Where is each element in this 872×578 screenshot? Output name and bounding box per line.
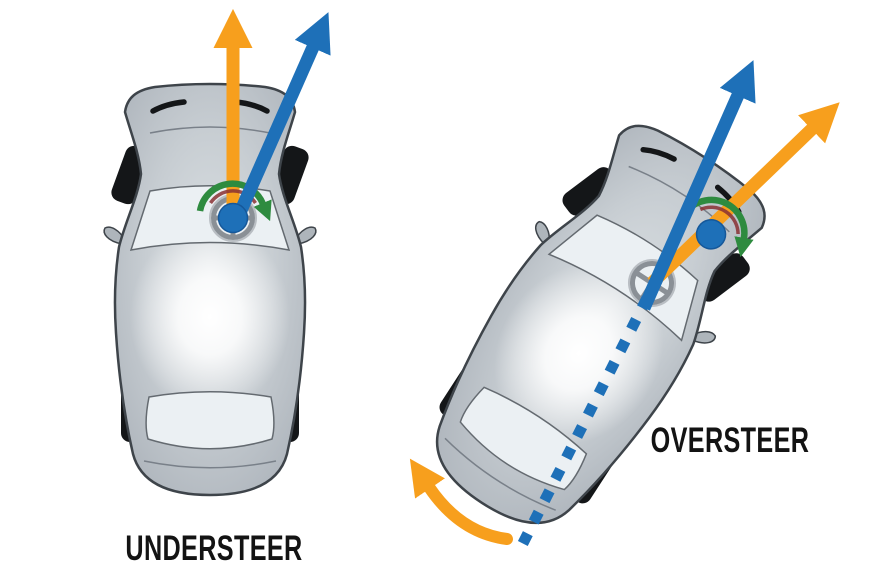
oversteer-rear-swing-orange-arrow (409, 458, 513, 545)
oversteer-intended-path-dotted-line (513, 295, 652, 556)
understeer-label: UNDERSTEER (125, 529, 303, 568)
oversteer-intended-direction-blue-arrow (638, 60, 756, 311)
understeer-steering-hub-dot (217, 202, 249, 234)
understeer-panel (104, 8, 331, 495)
oversteer-panel (393, 60, 840, 560)
oversteer-label: OVERSTEER (650, 421, 810, 460)
oversteer-car-top-view (393, 100, 794, 560)
understeer-car-top-view (104, 84, 316, 495)
understeer-steered-direction-blue-arrow (229, 12, 331, 227)
